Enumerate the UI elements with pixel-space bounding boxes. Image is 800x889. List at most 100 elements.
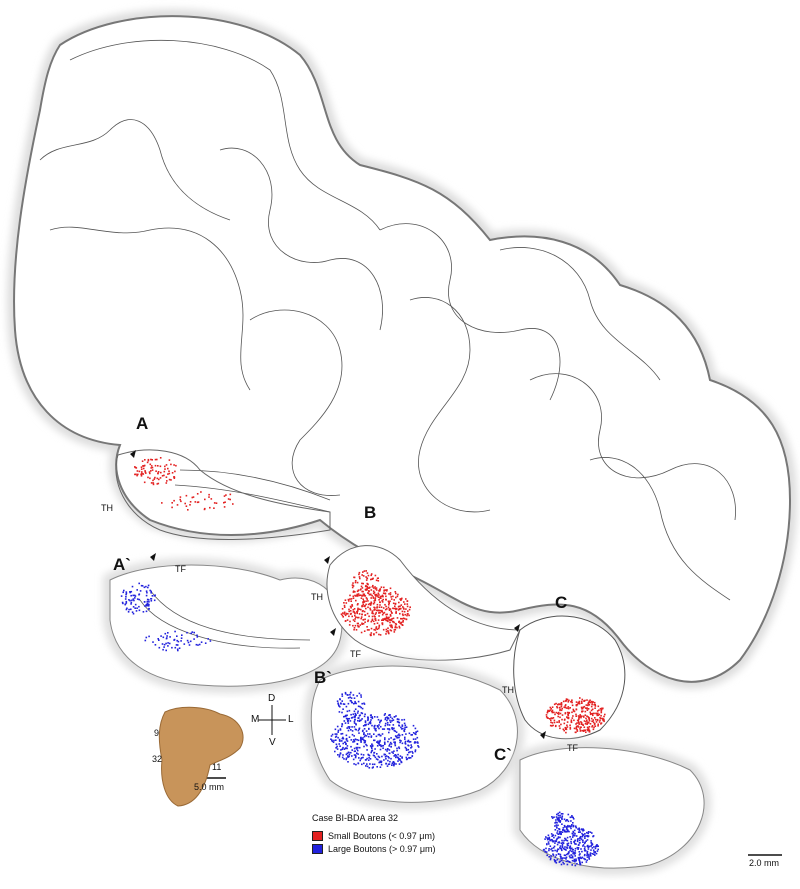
bouton-dot <box>382 619 385 621</box>
bouton-dot <box>347 598 350 601</box>
bouton-dot <box>132 598 135 600</box>
bouton-dot <box>392 719 395 721</box>
bouton-dot <box>586 709 589 711</box>
bouton-dot <box>385 755 388 757</box>
bouton-dot <box>591 701 593 704</box>
bouton-dot <box>561 846 564 849</box>
bouton-dot <box>387 763 390 766</box>
bouton-dot <box>593 726 595 729</box>
bouton-dot <box>389 624 391 627</box>
bouton-dot <box>556 837 558 840</box>
bouton-dot <box>417 746 420 748</box>
bouton-dot <box>369 733 371 735</box>
bouton-dot <box>396 626 398 629</box>
bouton-dot <box>555 854 558 856</box>
bouton-dot <box>390 625 393 628</box>
bouton-dot <box>407 744 409 747</box>
bouton-dot <box>559 836 561 839</box>
bouton-dot <box>348 600 350 602</box>
bouton-dot <box>593 701 596 704</box>
bouton-dot <box>373 739 376 742</box>
bouton-dot <box>405 726 408 728</box>
bouton-dot <box>354 712 357 715</box>
bouton-dot <box>341 756 344 759</box>
bouton-dot <box>401 742 404 745</box>
bouton-dot <box>359 759 361 762</box>
bouton-dot <box>361 610 364 613</box>
bouton-dot <box>387 756 390 758</box>
bouton-dot <box>355 763 357 766</box>
inset-area-11: 11 <box>212 762 222 772</box>
bouton-dot <box>136 470 139 472</box>
bouton-dot <box>553 845 556 848</box>
bouton-dot <box>355 595 357 597</box>
bouton-dot <box>357 589 360 591</box>
bouton-dot <box>386 724 389 726</box>
bouton-dot <box>384 724 387 727</box>
bouton-dot <box>387 759 389 762</box>
bouton-dot <box>588 704 591 706</box>
bouton-dot <box>371 618 374 621</box>
bouton-dot <box>557 837 560 839</box>
bouton-dot <box>342 612 344 614</box>
bouton-dot <box>593 853 595 855</box>
bouton-dot <box>580 702 583 704</box>
bouton-dot <box>547 841 550 843</box>
bouton-dot <box>358 746 361 749</box>
bouton-dot <box>567 713 569 715</box>
bouton-dot <box>571 816 573 818</box>
bouton-dot <box>378 615 380 617</box>
bouton-dot <box>581 856 584 859</box>
bouton-dot <box>363 594 366 597</box>
bouton-dot <box>143 601 146 603</box>
region-label-tf-c: TF <box>567 743 578 753</box>
bouton-dot <box>561 849 563 852</box>
bouton-dot <box>168 470 170 472</box>
bouton-dot <box>550 833 553 835</box>
bouton-dot <box>154 458 157 461</box>
bouton-dot <box>370 593 372 596</box>
bouton-dot <box>389 716 392 718</box>
bouton-dot <box>388 738 390 740</box>
bouton-dot <box>223 501 225 504</box>
bouton-dot <box>185 505 188 507</box>
bouton-dot <box>162 648 164 651</box>
bouton-dot <box>574 864 577 867</box>
bouton-dot <box>365 603 367 606</box>
bouton-dot <box>550 848 552 851</box>
bouton-dot <box>144 471 147 473</box>
bouton-dot <box>566 726 569 728</box>
bouton-dot <box>567 852 570 855</box>
bouton-dot <box>397 757 400 759</box>
bouton-dot <box>345 737 348 740</box>
bouton-dot <box>341 711 343 714</box>
bouton-dot <box>377 596 380 598</box>
bouton-dot <box>556 830 559 832</box>
bouton-dot <box>579 697 581 699</box>
bouton-dot <box>588 845 591 848</box>
bouton-dot <box>372 597 375 599</box>
bouton-dot <box>367 735 370 738</box>
bouton-dot <box>556 858 559 861</box>
bouton-dot <box>344 599 347 601</box>
bouton-dot <box>387 632 390 634</box>
bouton-dot <box>198 643 201 646</box>
bouton-dot <box>374 629 377 631</box>
bouton-dot <box>176 639 178 642</box>
bouton-dot <box>336 700 339 702</box>
bouton-dot <box>547 717 549 719</box>
bouton-dot <box>153 599 156 602</box>
bouton-dot <box>356 743 359 745</box>
bouton-dot <box>339 728 342 730</box>
bouton-dot <box>399 739 401 742</box>
bouton-dot <box>563 824 566 827</box>
bouton-dot <box>353 611 356 614</box>
bouton-dot <box>371 724 373 727</box>
bouton-dot <box>590 842 592 844</box>
bouton-dot <box>405 733 407 735</box>
bouton-dot <box>394 607 397 610</box>
bouton-dot <box>363 732 365 734</box>
panel-label-b-prime: B` <box>314 668 332 687</box>
bouton-dot <box>408 608 411 611</box>
bouton-dot <box>389 714 391 716</box>
